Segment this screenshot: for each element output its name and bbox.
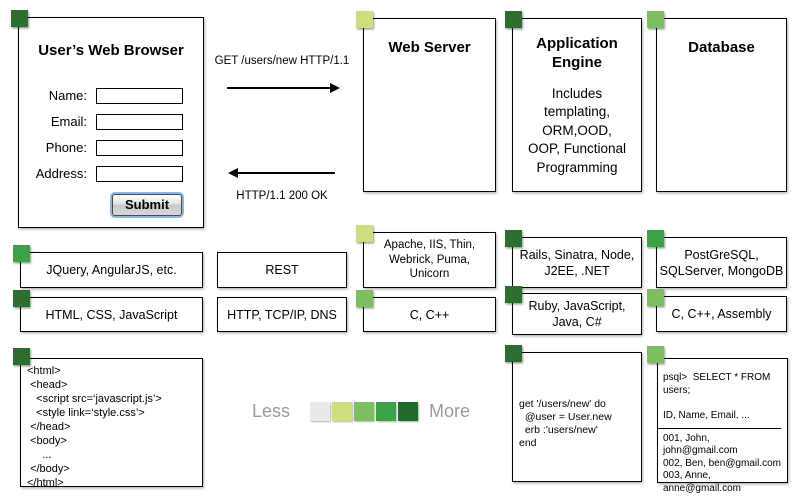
application-engine-description: Includes templating, ORM,OOD, OOP, Funct… <box>527 85 627 176</box>
level-indicator <box>505 286 522 303</box>
frontend-frameworks-box: JQuery, AngularJS, etc. <box>13 245 203 288</box>
form-row-phone: Phone: <box>19 139 203 156</box>
form-row-email: Email: <box>19 113 203 130</box>
sql-code-box: psql> SELECT * FROM users; ID, Name, Ema… <box>647 346 788 494</box>
level-indicator <box>13 348 30 365</box>
web-servers-box: Apache, IIS, Thin, Webrick, Puma, Unicor… <box>356 225 496 288</box>
level-indicator <box>13 245 30 262</box>
html-code-snippet: <html> <head> <script src=‘javascript.js… <box>27 365 162 489</box>
phone-label: Phone: <box>45 140 87 155</box>
ruby-code-box: get '/users/new' do @user = User.new erb… <box>505 345 642 482</box>
http-request-label: GET /users/new HTTP/1.1 <box>214 55 350 67</box>
level-indicator <box>647 11 664 28</box>
sql-result-divider <box>658 427 781 429</box>
level-indicator <box>505 345 522 362</box>
web-servers-label: Apache, IIS, Thin, Webrick, Puma, Unicor… <box>383 238 476 281</box>
database-title: Database <box>688 39 755 56</box>
response-arrow-icon <box>228 168 335 178</box>
app-frameworks-box: Rails, Sinatra, Node, J2EE, .NET <box>505 230 642 288</box>
server-languages-box: C, C++ <box>356 290 496 332</box>
browser-box: User’s Web Browser Name: Email: Phone: A… <box>11 10 204 228</box>
phone-field[interactable] <box>96 139 183 156</box>
submit-button[interactable]: Submit <box>112 194 183 216</box>
intensity-legend: Less More <box>252 401 470 422</box>
web-server-box: Web Server <box>356 11 496 192</box>
level-indicator <box>647 346 664 363</box>
level-indicator <box>356 11 373 28</box>
level-indicator <box>647 289 664 306</box>
rest-box: REST <box>217 252 347 288</box>
submit-button-focus-ring: Submit <box>110 192 185 218</box>
web-server-title: Web Server <box>388 39 471 56</box>
legend-swatch-1 <box>310 402 331 421</box>
form-row-name: Name: <box>19 87 203 104</box>
server-languages-label: C, C++ <box>409 307 450 322</box>
email-label: Email: <box>50 114 87 129</box>
html-code-box: <html> <head> <script src=‘javascript.js… <box>13 348 203 489</box>
level-indicator <box>356 290 373 307</box>
address-field[interactable] <box>96 165 183 182</box>
address-label: Address: <box>35 166 87 181</box>
app-frameworks-label: Rails, Sinatra, Node, J2EE, .NET <box>519 247 635 278</box>
protocols-label: HTTP, TCP/IP, DNS <box>227 307 337 322</box>
legend-swatch-2 <box>332 402 353 421</box>
frontend-languages-box: HTML, CSS, JavaScript <box>13 290 203 332</box>
sql-result-rows: 001, John, john@gmail.com 002, Ben, ben@… <box>663 432 781 494</box>
browser-form: Name: Email: Phone: Address: <box>19 87 203 191</box>
db-languages-label: C, C++, Assembly <box>671 307 772 321</box>
protocols-box: HTTP, TCP/IP, DNS <box>217 297 347 332</box>
databases-label: PostGreSQL, SQLServer, MongoDB <box>659 247 784 278</box>
application-engine-title: Application Engine <box>536 35 618 71</box>
frontend-languages-label: HTML, CSS, JavaScript <box>45 307 178 322</box>
request-arrow-icon <box>227 83 340 93</box>
name-field[interactable] <box>96 87 183 104</box>
form-row-address: Address: <box>19 165 203 182</box>
level-indicator <box>11 10 28 27</box>
db-languages-box: C, C++, Assembly <box>647 289 787 332</box>
legend-more-label: More <box>429 401 471 421</box>
legend-swatch-4 <box>376 402 397 421</box>
legend-less-label: Less <box>252 401 291 421</box>
level-indicator <box>505 11 522 28</box>
sql-query-snippet: psql> SELECT * FROM users; <box>663 372 771 396</box>
application-engine-box: Application Engine Includes templating, … <box>505 11 642 192</box>
legend-swatches <box>310 402 420 421</box>
browser-title: User’s Web Browser <box>38 42 184 59</box>
app-languages-box: Ruby, JavaScript, Java, C# <box>505 286 642 335</box>
email-field[interactable] <box>96 113 183 130</box>
database-box: Database <box>647 11 787 192</box>
app-languages-label: Ruby, JavaScript, Java, C# <box>528 299 626 329</box>
level-indicator <box>505 230 522 247</box>
frontend-frameworks-label: JQuery, AngularJS, etc. <box>46 263 177 277</box>
name-label: Name: <box>48 88 87 103</box>
ruby-code-snippet: get '/users/new' do @user = User.new erb… <box>519 398 612 449</box>
level-indicator <box>356 225 373 242</box>
rest-label: REST <box>265 263 299 277</box>
sql-columns-header: ID, Name, Email, ... <box>663 410 750 421</box>
databases-box: PostGreSQL, SQLServer, MongoDB <box>647 230 787 288</box>
level-indicator <box>647 230 664 247</box>
level-indicator <box>13 290 30 307</box>
http-response-label: HTTP/1.1 200 OK <box>236 190 328 202</box>
legend-swatch-5 <box>398 402 419 421</box>
legend-swatch-3 <box>354 402 375 421</box>
